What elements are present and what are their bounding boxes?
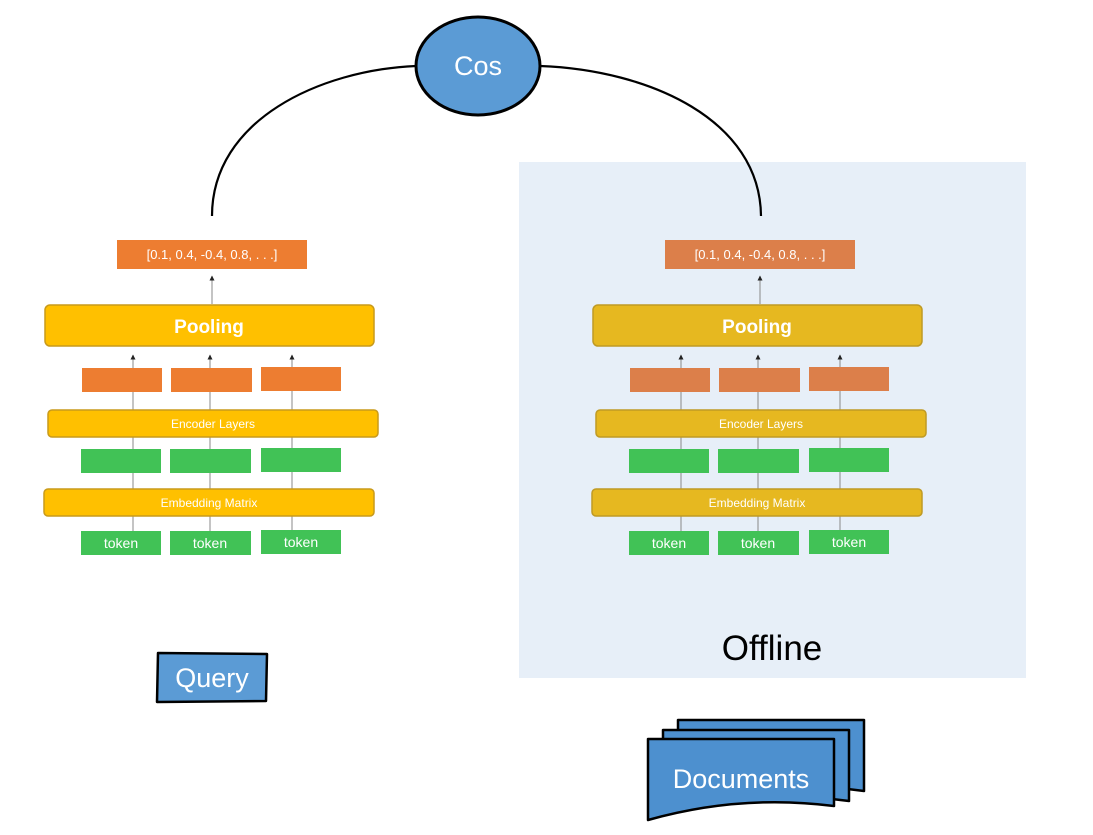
document-hidden-state — [630, 368, 710, 392]
document-token-embedding — [629, 449, 709, 473]
query-hidden-state — [171, 368, 252, 392]
query-token — [170, 531, 251, 555]
query-token — [261, 530, 341, 554]
document-embedding-box — [665, 240, 855, 269]
query-hidden-state — [82, 368, 162, 392]
query-token-label: token — [104, 535, 138, 551]
query-embedding-vector: [0.1, 0.4, -0.4, 0.8, . . .] — [147, 247, 278, 262]
query-token-embedding — [81, 449, 161, 473]
document-hidden-state — [719, 368, 800, 392]
query-encoder-layers — [47, 409, 379, 438]
left-arc — [210, 64, 417, 217]
document-pooling-layer — [592, 304, 923, 347]
query-embedding-matrix-label: Embedding Matrix — [161, 496, 258, 510]
document-token-embedding — [809, 448, 889, 472]
query-token-embedding — [261, 448, 341, 472]
document-pooling-label: Pooling — [722, 317, 792, 338]
document-token — [629, 531, 709, 555]
query-pooling-label: Pooling — [174, 317, 244, 338]
document-encoder-label: Encoder Layers — [719, 417, 803, 431]
document-token-label: token — [741, 535, 775, 551]
query-token-label: token — [284, 534, 318, 550]
query-input: Query — [155, 651, 269, 704]
document-token — [809, 530, 889, 554]
document-token-label: token — [652, 535, 686, 551]
cosine-similarity-node: Cos — [414, 15, 542, 117]
query-pooling-layer — [44, 304, 375, 347]
query-token-embedding — [170, 449, 251, 473]
documents-label: Documents — [673, 764, 810, 794]
query-embedding-matrix — [43, 488, 375, 517]
query-input-label: Query — [175, 663, 249, 693]
query-tower: [0.1, 0.4, -0.4, 0.8, . . .] Pooling Enc… — [43, 240, 379, 555]
document-token — [718, 531, 799, 555]
documents-input: Documents — [646, 718, 866, 822]
document-tower: [0.1, 0.4, -0.4, 0.8, . . .] Pooling Enc… — [591, 240, 927, 555]
cosine-label: Cos — [454, 51, 502, 81]
query-encoder-label: Encoder Layers — [171, 417, 255, 431]
document-encoder-layers — [595, 409, 927, 438]
query-token-label: token — [193, 535, 227, 551]
document-token-embedding — [718, 449, 799, 473]
right-arc — [539, 64, 763, 217]
document-hidden-state — [809, 367, 889, 391]
document-token-label: token — [832, 534, 866, 550]
document-embedding-matrix-label: Embedding Matrix — [709, 496, 806, 510]
document-embedding-vector: [0.1, 0.4, -0.4, 0.8, . . .] — [695, 247, 826, 262]
query-hidden-state — [261, 367, 341, 391]
query-token — [81, 531, 161, 555]
document-embedding-matrix — [591, 488, 923, 517]
offline-label: Offline — [722, 629, 823, 668]
query-embedding-box — [117, 240, 307, 269]
